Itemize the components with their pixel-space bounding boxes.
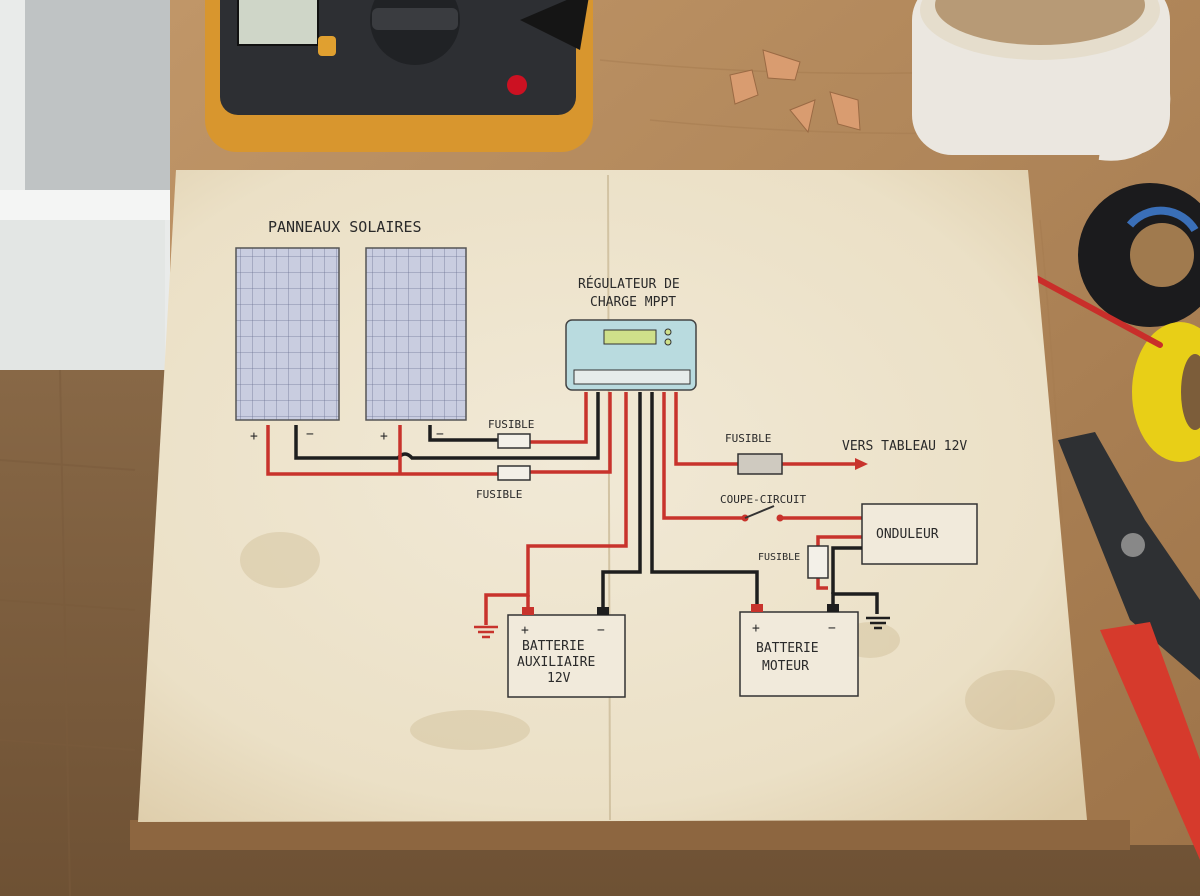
panel-left-minus: − xyxy=(306,427,314,442)
breaker-switch xyxy=(741,505,784,522)
multimeter xyxy=(205,0,593,152)
inverter-label: ONDULEUR xyxy=(876,527,939,542)
aux-battery-line1: BATTERIE xyxy=(522,639,585,654)
engine-battery-minus: − xyxy=(828,621,836,636)
fuse-output xyxy=(737,453,783,475)
aux-battery-line2: AUXILIAIRE xyxy=(517,655,595,670)
fuse-label-output: FUSIBLE xyxy=(725,432,771,445)
engine-negative-wiring xyxy=(831,546,879,614)
ground-symbol-right xyxy=(866,616,890,630)
engine-battery-plus-terminal xyxy=(751,604,763,612)
electrical-tape-black xyxy=(1078,183,1200,327)
engine-battery-line1: BATTERIE xyxy=(756,641,819,656)
panel-left-plus: + xyxy=(250,429,258,444)
panel-right-minus: − xyxy=(436,427,444,442)
aux-battery-box xyxy=(507,614,626,698)
fuse-label-inverter: FUSIBLE xyxy=(758,552,800,563)
wires-black xyxy=(294,392,759,612)
fuse-bottom xyxy=(497,465,531,481)
window-glass xyxy=(25,0,175,190)
regulator-title-line2: CHARGE MPPT xyxy=(590,295,676,310)
floor-planks xyxy=(0,369,136,896)
desk-edge xyxy=(130,820,1130,850)
aux-battery-minus: − xyxy=(597,623,605,638)
aux-battery-plus-terminal xyxy=(522,607,534,615)
to-panel-label: VERS TABLEAU 12V xyxy=(842,439,967,454)
electrical-tape-yellow xyxy=(1132,322,1200,462)
aux-battery-line3: 12V xyxy=(547,671,571,686)
mppt-regulator xyxy=(565,319,697,391)
coffee-mug xyxy=(912,0,1171,161)
window-sill xyxy=(0,190,180,220)
ground-symbol-left xyxy=(474,625,498,639)
aux-battery-minus-terminal xyxy=(597,607,609,615)
panels-title: PANNEAUX SOLAIRES xyxy=(268,218,422,236)
fuse-label-bottom: FUSIBLE xyxy=(476,488,522,501)
engine-battery-plus: + xyxy=(752,621,760,636)
solar-panel-right xyxy=(365,247,467,421)
fuse-top xyxy=(497,433,531,449)
panel-right-plus: + xyxy=(380,429,388,444)
engine-battery-line2: MOTEUR xyxy=(762,659,809,674)
engine-battery-minus-terminal xyxy=(827,604,839,612)
arrow-head xyxy=(855,458,868,470)
pencil-shavings xyxy=(729,49,861,134)
wire-stripper xyxy=(1058,432,1200,860)
inverter-box xyxy=(861,503,978,565)
regulator-title-line1: RÉGULATEUR DE xyxy=(578,276,680,292)
fuse-inverter xyxy=(807,545,829,579)
solar-panel-left xyxy=(235,247,340,421)
fuse-label-top: FUSIBLE xyxy=(488,418,534,431)
breaker-label: COUPE-CIRCUIT xyxy=(720,493,806,506)
wiring-diagram: PANNEAUX SOLAIRES + − + − RÉGULATEUR DE … xyxy=(235,218,978,698)
window-wall xyxy=(0,220,165,370)
engine-battery-box xyxy=(739,611,859,697)
wires-red xyxy=(266,392,862,625)
aux-battery-plus: + xyxy=(521,623,529,638)
